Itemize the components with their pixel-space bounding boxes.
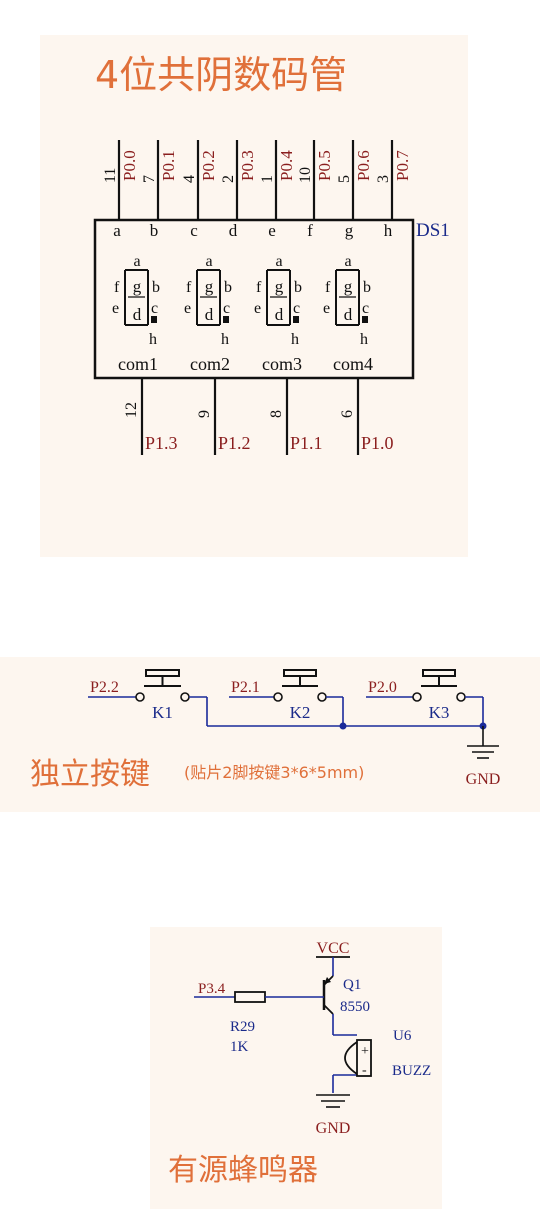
top-pin-net: P0.0: [120, 150, 139, 181]
digit-label-f: f: [186, 279, 192, 296]
digit-label-d: d: [133, 305, 142, 324]
top-pin-number: 5: [336, 175, 353, 183]
top-pin-segment: g: [345, 221, 354, 240]
key-net: P2.0: [368, 679, 397, 696]
buzzer-part: BUZZ: [392, 1063, 431, 1079]
key-net: P2.2: [90, 679, 119, 696]
digit-label-b: b: [224, 279, 232, 296]
top-pin-number: 2: [220, 175, 237, 183]
common-pin-number: 8: [268, 410, 285, 418]
digit-label-e: e: [112, 300, 119, 317]
digit-label-c: c: [362, 300, 369, 317]
top-pin-number: 4: [181, 175, 198, 183]
top-pin-segment: b: [150, 221, 159, 240]
top-pin-segment: h: [384, 221, 393, 240]
digit-label-h: h: [221, 331, 229, 348]
digit-label-h: h: [149, 331, 157, 348]
digit-label-a: a: [344, 253, 351, 270]
top-pin-net: P0.2: [199, 150, 218, 181]
top-pin-number: 10: [297, 167, 314, 183]
top-pin-net: P0.5: [315, 150, 334, 181]
digit-dot: [151, 316, 157, 323]
common-label: com3: [262, 354, 302, 374]
digit-label-a: a: [133, 253, 140, 270]
digit-label-a: a: [205, 253, 212, 270]
digit-label-f: f: [114, 279, 120, 296]
digit-label-g: g: [275, 277, 284, 296]
keys-note: (贴片2脚按键3*6*5mm): [184, 763, 364, 782]
digit-label-f: f: [256, 279, 262, 296]
top-pin-segment: c: [190, 221, 198, 240]
digit-label-f: f: [325, 279, 331, 296]
top-pin-segment: e: [268, 221, 276, 240]
digit-label-b: b: [363, 279, 371, 296]
digit-label-a: a: [275, 253, 282, 270]
display-ref: DS1: [416, 220, 450, 241]
common-pin-number: 9: [196, 410, 213, 418]
digit-label-b: b: [294, 279, 302, 296]
digit-label-d: d: [205, 305, 214, 324]
top-pin-segment: d: [229, 221, 238, 240]
digit-label-e: e: [184, 300, 191, 317]
buzzer-plus: +: [361, 1044, 369, 1059]
common-pin-net: P1.1: [290, 433, 323, 453]
transistor-part: 8550: [340, 999, 370, 1015]
key-name: K3: [429, 703, 450, 722]
buzzer-vcc-label: VCC: [317, 940, 350, 957]
top-pin-segment: f: [307, 221, 313, 240]
common-pin-number: 12: [123, 402, 140, 418]
common-pin-number: 6: [339, 410, 356, 418]
digit-label-c: c: [293, 300, 300, 317]
key-name: K2: [290, 703, 311, 722]
digit-label-h: h: [291, 331, 299, 348]
digit-label-b: b: [152, 279, 160, 296]
key-gnd-label: GND: [466, 771, 501, 788]
common-pin-net: P1.3: [145, 433, 178, 453]
common-pin-net: P1.2: [218, 433, 251, 453]
display-title: 4位共阴数码管: [95, 53, 347, 97]
buzzer-minus: -: [362, 1063, 367, 1078]
transistor-ref: Q1: [343, 977, 361, 993]
display-panel: [40, 35, 468, 557]
digit-label-g: g: [344, 277, 353, 296]
top-pin-net: P0.3: [238, 150, 257, 181]
resistor-value: 1K: [230, 1039, 249, 1055]
digit-label-e: e: [254, 300, 261, 317]
common-pin-net: P1.0: [361, 433, 394, 453]
keys-title: 独立按键: [30, 757, 150, 792]
resistor-net: P3.4: [198, 981, 226, 997]
common-label: com2: [190, 354, 230, 374]
top-pin-net: P0.1: [159, 150, 178, 181]
top-pin-segment: a: [113, 221, 121, 240]
top-pin-number: 1: [259, 175, 276, 183]
key-name: K1: [152, 703, 173, 722]
resistor-ref: R29: [230, 1019, 255, 1035]
top-pin-number: 3: [375, 175, 392, 183]
top-pin-number: 7: [141, 175, 158, 183]
common-label: com1: [118, 354, 158, 374]
top-pin-net: P0.7: [393, 150, 412, 181]
digit-dot: [293, 316, 299, 323]
digit-label-g: g: [205, 277, 214, 296]
buzzer-gnd-label: GND: [316, 1120, 351, 1137]
digit-label-g: g: [133, 277, 142, 296]
digit-label-c: c: [151, 300, 158, 317]
digit-label-d: d: [344, 305, 353, 324]
buzzer-title: 有源蜂鸣器: [168, 1153, 318, 1188]
buzzer-ref: U6: [393, 1028, 412, 1044]
digit-dot: [223, 316, 229, 323]
digit-label-d: d: [275, 305, 284, 324]
top-pin-number: 11: [102, 168, 119, 183]
digit-label-e: e: [323, 300, 330, 317]
digit-label-h: h: [360, 331, 368, 348]
key-junction: [340, 723, 347, 730]
top-pin-net: P0.6: [354, 150, 373, 181]
digit-label-c: c: [223, 300, 230, 317]
common-label: com4: [333, 354, 373, 374]
top-pin-net: P0.4: [277, 150, 296, 181]
key-net: P2.1: [231, 679, 260, 696]
digit-dot: [362, 316, 368, 323]
